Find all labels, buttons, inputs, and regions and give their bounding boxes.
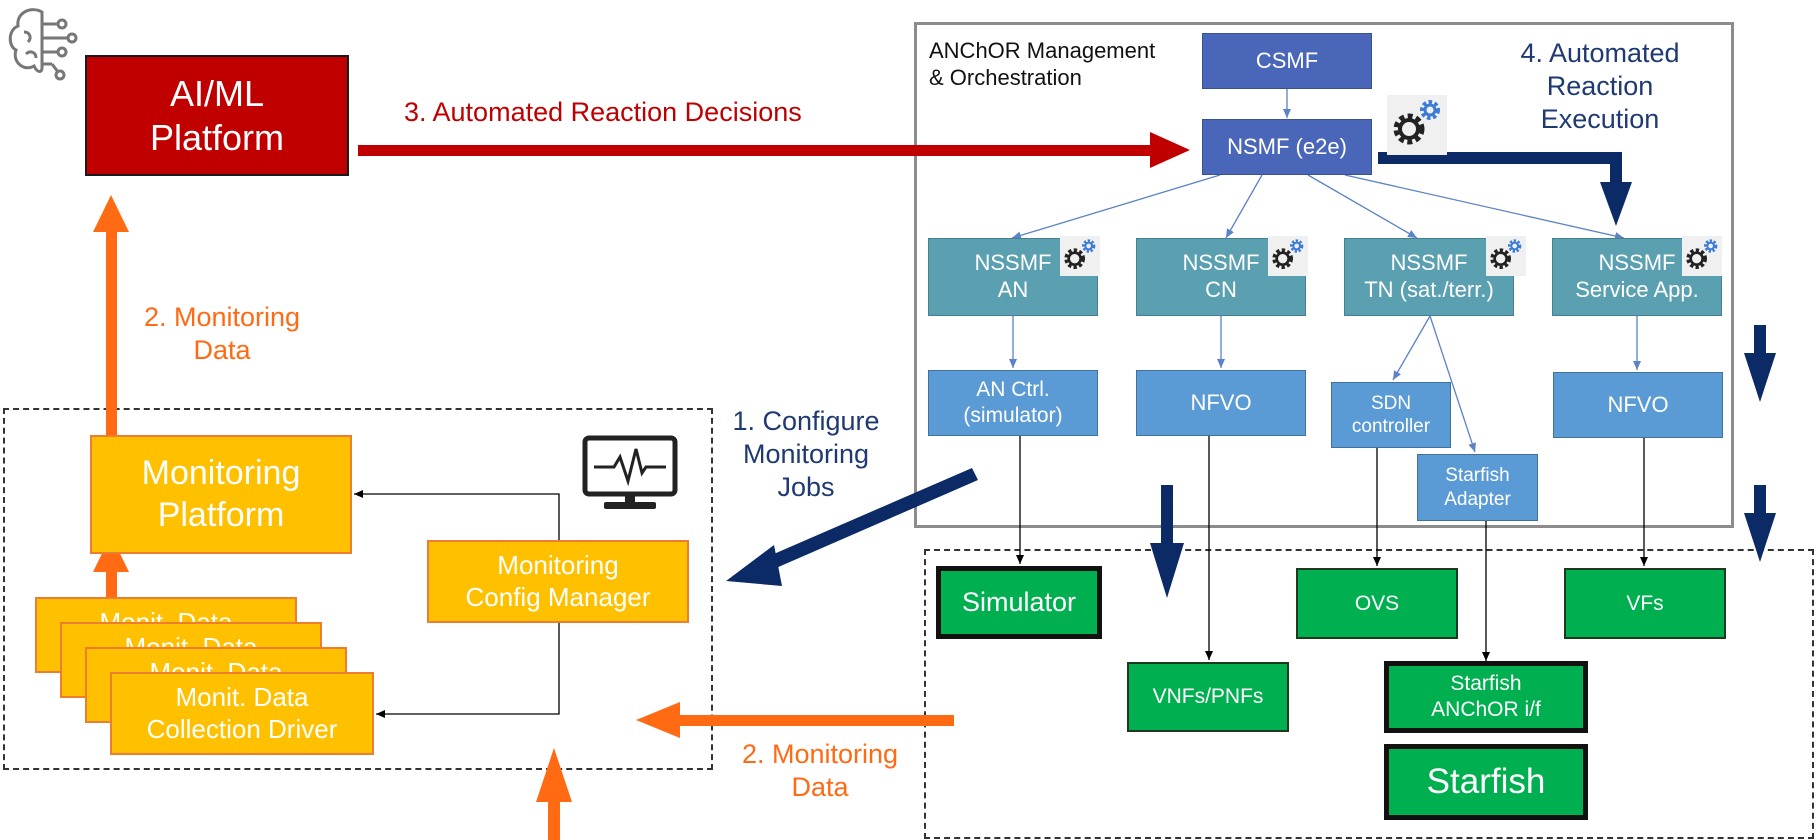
nsmf-box: NSMF (e2e) [1202,119,1372,175]
ovs-label: OVS [1354,591,1400,615]
step2-top-label: 2. Monitoring Data [143,302,301,365]
reaction-execution-arrows [726,152,1776,598]
starfish-label: Starfish [1426,761,1546,801]
starfish-adapter-box: Starfish Adapter [1417,454,1538,521]
nssmf-tn-box: NSSMF TN (sat./terr.) [1344,238,1514,316]
vnfs-pnfs-label: VNFs/PNFs [1152,685,1264,709]
monit-data-collection-driver-box: Monit. Data Collection Driver [110,672,374,755]
sdn-controller-label: SDN controller [1351,392,1431,437]
vnfs-pnfs-box: VNFs/PNFs [1127,662,1289,732]
step3-label: 3. Automated Reaction Decisions [404,97,802,127]
starfish-adapter-label: Starfish Adapter [1444,465,1511,510]
simulator-label: Simulator [961,587,1077,618]
gear-icon [1682,236,1722,276]
starfish-anchor-if-box: Starfish ANChOR i/f [1384,661,1588,733]
brain-circuit-icon [8,8,78,81]
an-ctrl-label: AN Ctrl. (simulator) [963,378,1063,427]
step2-bottom-label: 2. Monitoring Data [741,739,899,802]
starfish-anchor-if-label: Starfish ANChOR i/f [1431,672,1541,721]
nssmf-an-label: NSSMF AN [974,250,1052,302]
step1-label: 1. Configure Monitoring Jobs [732,406,880,502]
monitoring-domain-boundary [3,408,713,770]
gear-icon [1387,95,1447,155]
anchor-title: ANChOR Management & Orchestration [929,38,1156,90]
control-to-infra-connectors [354,436,1648,718]
anchor-management-frame [914,22,1734,528]
ovs-box: OVS [1296,568,1458,639]
monit-data-collection-driver-label: Monit. Data Collection Driver [146,681,338,744]
nsmf-tree-connectors [1009,89,1641,453]
nssmf-service-app-label: NSSMF Service App. [1575,250,1699,302]
monitoring-config-manager-box: Monitoring Config Manager [427,540,689,623]
monitoring-platform-box: Monitoring Platform [90,435,352,554]
step4-label: 4. Automated Reaction Execution [1520,38,1680,134]
vfs-box: VFs [1564,568,1726,639]
gear-icon [1268,236,1308,276]
reaction-decisions-arrow [358,132,1190,168]
an-ctrl-box: AN Ctrl. (simulator) [928,370,1098,436]
infrastructure-domain-boundary [924,549,1814,839]
simulator-box: Simulator [936,566,1102,639]
gear-icon [1486,236,1526,276]
aiml-platform-box: AI/ML Platform [85,55,349,176]
nfvo-service-app-label: NFVO [1607,391,1669,417]
aiml-platform-label: AI/ML Platform [149,72,285,158]
starfish-box: Starfish [1384,744,1588,820]
nfvo-cn-label: NFVO [1190,389,1252,415]
monitor-pulse-icon [582,435,678,509]
nssmf-tn-label: NSSMF TN (sat./terr.) [1364,250,1494,302]
gear-icon [1060,236,1100,276]
sdn-controller-box: SDN controller [1331,382,1451,448]
nsmf-label: NSMF (e2e) [1227,133,1347,159]
nfvo-cn-box: NFVO [1136,370,1306,436]
monitoring-data-arrows [93,195,954,840]
monitoring-config-manager-label: Monitoring Config Manager [465,549,651,612]
monitoring-platform-label: Monitoring Platform [141,454,301,534]
csmf-box: CSMF [1202,33,1372,89]
nssmf-cn-label: NSSMF CN [1182,250,1260,302]
nfvo-service-app-box: NFVO [1553,372,1723,438]
csmf-label: CSMF [1255,47,1319,73]
vfs-label: VFs [1626,591,1664,615]
